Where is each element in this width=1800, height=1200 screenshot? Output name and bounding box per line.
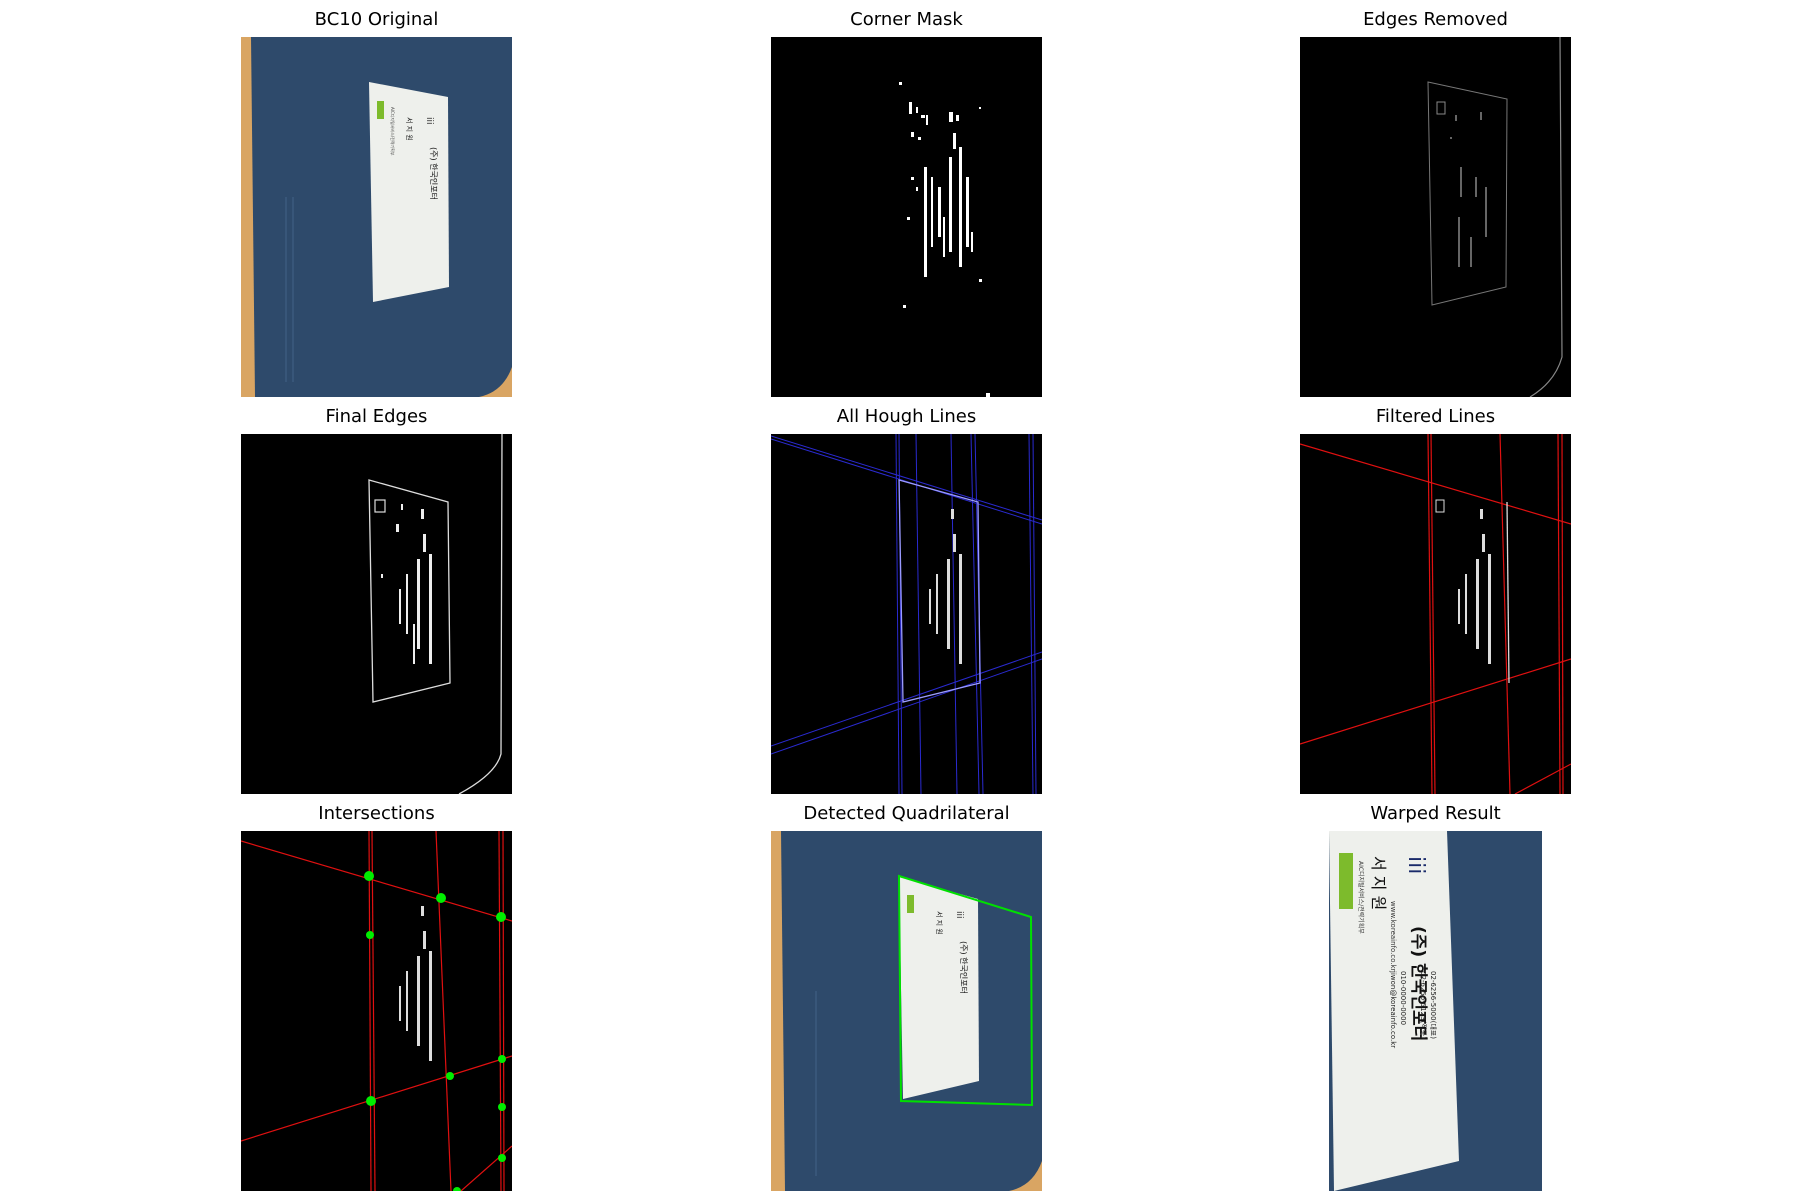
panel-title: Warped Result	[1370, 803, 1501, 824]
card-contact-4: jiwon@koreainfo.co.kr	[1389, 970, 1397, 1048]
card-contact-1: 02-6256-5000(대표)	[1429, 971, 1437, 1039]
svg-text:iii: iii	[954, 911, 964, 919]
panel-title: Final Edges	[325, 406, 428, 427]
svg-text:서 지 원: 서 지 원	[935, 911, 944, 935]
panel-original: BC10 Original iii (주) 한국인포터 서 지 원 AIC디지털…	[241, 9, 512, 397]
panel-title: Filtered Lines	[1375, 406, 1496, 427]
card-contact-2: 02-6256-5123(직통)	[1419, 971, 1428, 1039]
panel-final-edges: Final Edges	[241, 406, 512, 794]
panel-title: Intersections	[318, 803, 435, 824]
card-company: (주) 한국인포터	[1408, 926, 1428, 1041]
card-contact-3: 010-0000-0000	[1399, 971, 1407, 1025]
card-name: 서 지 원	[1369, 856, 1388, 910]
card-line1: AIC디지털서비스/전략기획부	[1357, 861, 1365, 934]
panel-title: BC10 Original	[314, 9, 439, 30]
filtered-lines-image	[1300, 434, 1571, 794]
svg-text:(주) 한국인포터: (주) 한국인포터	[959, 941, 969, 994]
panel-edges-removed: Edges Removed	[1300, 9, 1571, 397]
panel-corner-mask: Corner Mask	[771, 9, 1042, 397]
original-image: iii (주) 한국인포터 서 지 원 AIC디지털서비스/전략기획부	[241, 37, 512, 397]
panel-filtered-lines: Filtered Lines	[1300, 406, 1571, 794]
panel-title: Corner Mask	[850, 9, 963, 30]
intersections-image	[241, 831, 512, 1191]
edges-removed-image	[1300, 37, 1571, 397]
svg-text:iii: iii	[424, 117, 434, 125]
quadrilateral-image: iii (주) 한국인포터 서 지 원	[771, 831, 1042, 1191]
panel-hough-lines: All Hough Lines	[771, 406, 1042, 794]
svg-text:AIC디지털서비스/전략기획부: AIC디지털서비스/전략기획부	[390, 107, 396, 156]
hough-lines-image	[771, 434, 1042, 794]
svg-text:서 지 원: 서 지 원	[405, 117, 414, 141]
final-edges-image	[241, 434, 512, 794]
panel-title: All Hough Lines	[836, 406, 977, 427]
panel-title: Detected Quadrilateral	[803, 803, 1010, 824]
panel-warped: Warped Result iii (주) 한국인포터 서 지 원 www.ko…	[1329, 803, 1542, 1191]
panel-intersections: Intersections	[241, 803, 512, 1191]
panel-quadrilateral: Detected Quadrilateral iii (주) 한국인포터 서 지…	[771, 803, 1042, 1191]
corner-mask-image	[771, 37, 1042, 397]
svg-text:(주) 한국인포터: (주) 한국인포터	[429, 147, 439, 200]
card-line2: www.koreainfo.co.kr	[1389, 901, 1397, 972]
panel-title: Edges Removed	[1363, 9, 1508, 30]
warped-image: iii (주) 한국인포터 서 지 원 www.koreainfo.co.kr …	[1329, 831, 1542, 1191]
svg-text:iii: iii	[1403, 856, 1428, 874]
